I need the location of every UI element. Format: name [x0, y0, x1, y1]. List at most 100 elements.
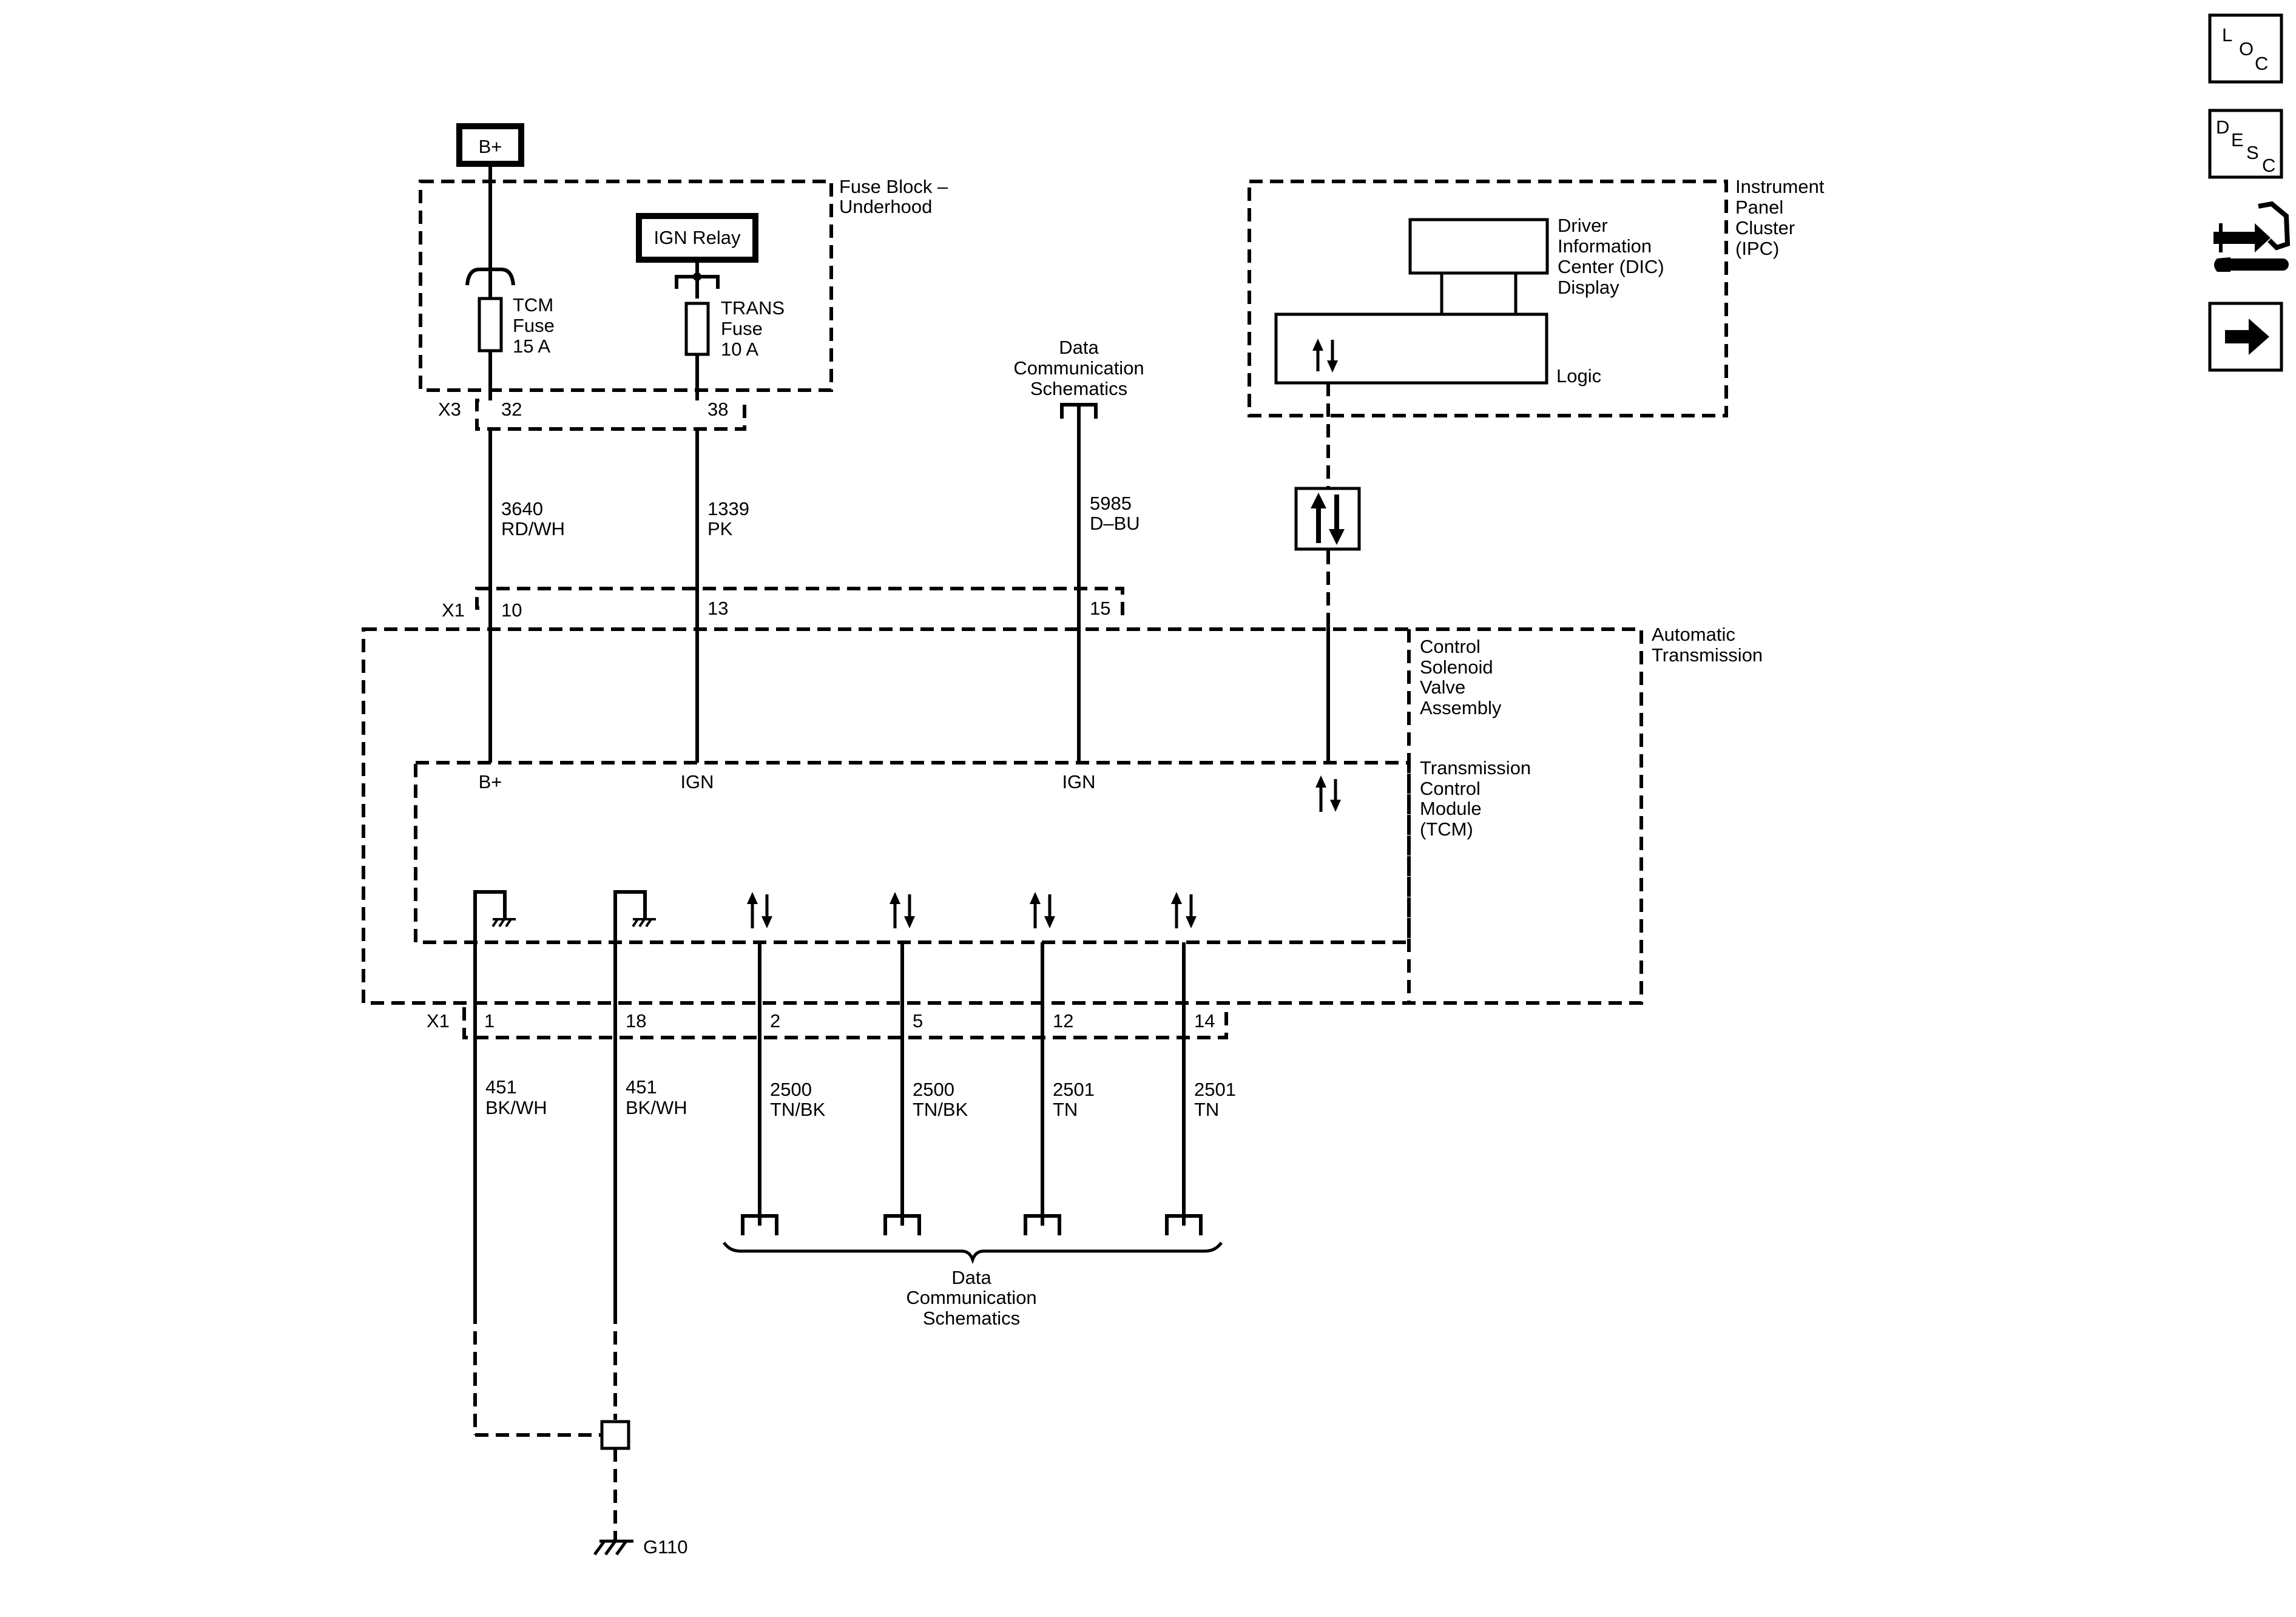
next-arrow-button[interactable] [2208, 302, 2283, 372]
x1-bottom-pin-18: 18 [626, 1010, 646, 1031]
wire-1339-circuit: 1339 [707, 498, 749, 519]
wire-3640-color: RD/WH [501, 518, 565, 539]
x1-top-pin-10: 10 [501, 599, 522, 621]
tcm-label-1: Transmission [1420, 757, 1531, 778]
wire-451-a-circuit: 451 [485, 1076, 517, 1098]
wire-451-a-color: BK/WH [485, 1097, 547, 1118]
ground-splice-icon [600, 1420, 630, 1450]
data-comm-bottom-connectors: Data Communication Schematics [722, 1214, 1223, 1329]
wire-2500-a-color: TN/BK [770, 1099, 826, 1120]
tcm-ground-1 [473, 890, 516, 928]
tcm-fuse-label-2: Fuse [513, 315, 555, 336]
ign-relay-label: IGN Relay [654, 227, 741, 248]
connector-x3: X3 32 38 [438, 399, 746, 431]
ground-label: G110 [643, 1536, 688, 1558]
fuse-block-title-2: Underhood [839, 196, 932, 217]
ground-g110: G110 [473, 1311, 688, 1558]
splice-dot-icon [693, 272, 701, 281]
tcm-fuse-icon [478, 297, 503, 353]
trans-fuse-label-2: Fuse [721, 318, 763, 339]
wire-451-b-color: BK/WH [626, 1097, 687, 1118]
tcm-label-2: Control [1420, 778, 1481, 799]
solenoid-label-2: Solenoid [1420, 657, 1493, 678]
svg-text:C: C [2255, 53, 2268, 74]
x1-bottom-pin-12: 12 [1053, 1010, 1073, 1031]
svg-text:O: O [2239, 38, 2254, 59]
chassis-ground-icon [491, 918, 499, 928]
wire-2501-a-color: TN [1053, 1099, 1078, 1120]
tcm-ground-2 [613, 890, 656, 928]
data-comm-bottom-1: Data [951, 1267, 991, 1288]
data-comm-top-2: Communication [1013, 357, 1144, 379]
arrow-right-icon [2225, 319, 2269, 355]
ign-relay: IGN Relay [636, 213, 758, 263]
ipc-logic-box [1274, 312, 1548, 385]
wire-2501-b-color: TN [1194, 1099, 1219, 1120]
bplus-label: B+ [479, 136, 502, 157]
tcm-fuse-label-1: TCM [513, 294, 553, 316]
fuse-block-title-1: Fuse Block – [839, 176, 948, 197]
connector-tools-icon[interactable] [2213, 201, 2291, 272]
x1-bottom-label: X1 [427, 1010, 450, 1031]
ipc-logic-label: Logic [1556, 365, 1601, 387]
svg-text:S: S [2246, 142, 2259, 163]
wire-2501-a-circuit: 2501 [1053, 1079, 1095, 1100]
x1-top-pin-15: 15 [1090, 598, 1110, 619]
wire-2500-b-circuit: 2500 [913, 1079, 954, 1100]
trans-fuse-label-3: 10 A [721, 339, 758, 360]
wire-1339-color: PK [707, 518, 733, 539]
bplus-source: B+ [456, 123, 524, 167]
svg-text:L: L [2222, 24, 2232, 46]
dic-display-box [1408, 218, 1549, 275]
ipc-title-4: (IPC) [1735, 238, 1779, 259]
svg-text:C: C [2262, 155, 2275, 176]
tcm-serial-arrows-icon [1315, 775, 1341, 812]
data-comm-top-3: Schematics [1030, 378, 1127, 399]
data-comm-bottom-2: Communication [906, 1287, 1036, 1308]
dic-label-4: Display [1558, 277, 1619, 298]
x1-bottom-pin-14: 14 [1194, 1010, 1215, 1031]
x1-bottom-pin-2: 2 [770, 1010, 780, 1031]
svg-text:D: D [2216, 116, 2229, 138]
x3-pin-38: 38 [707, 399, 728, 420]
wire-5985-circuit: 5985 [1090, 493, 1132, 514]
brace-icon [722, 1241, 1223, 1264]
automatic-transmission: Automatic Transmission Control Solenoid … [362, 624, 1763, 1005]
wire-5985-color: D–BU [1090, 513, 1140, 534]
wire-2501-b-circuit: 2501 [1194, 1079, 1236, 1100]
ipc-title-2: Panel [1735, 197, 1783, 218]
dic-label-2: Information [1558, 235, 1652, 257]
tcm-input-ign-1: IGN [680, 771, 714, 792]
x3-pin-32: 32 [501, 399, 522, 420]
tcm-box [414, 761, 1411, 944]
x1-bottom-pin-5: 5 [913, 1010, 923, 1031]
x1-top-pin-13: 13 [707, 598, 728, 619]
fuse-block-underhood: Fuse Block – Underhood TCM Fuse 15 A IGN… [419, 164, 948, 400]
ipc-title-1: Instrument [1735, 176, 1825, 197]
connector-x1-bottom: X1 1 18 2 5 12 14 [427, 1007, 1228, 1039]
solenoid-label-3: Valve [1420, 677, 1465, 698]
x1-bottom-pin-1: 1 [484, 1010, 495, 1031]
ipc-title-3: Cluster [1735, 217, 1795, 238]
trans-fuse-label-1: TRANS [721, 297, 785, 319]
tcm-input-ign-2: IGN [1062, 771, 1095, 792]
tcm-fuse-tap-icon [465, 268, 515, 286]
auto-trans-title-1: Automatic [1652, 624, 1735, 645]
wire-2500-a-circuit: 2500 [770, 1079, 812, 1100]
tcm-label-3: Module [1420, 798, 1482, 819]
x1-top-label: X1 [442, 599, 465, 621]
instrument-panel-cluster: Instrument Panel Cluster (IPC) Driver In… [1248, 176, 1825, 417]
trans-fuse-icon [684, 302, 710, 356]
tcm-input-bplus: B+ [479, 771, 502, 792]
connector-x1-top: X1 10 13 15 [442, 587, 1124, 621]
solenoid-label-1: Control [1420, 636, 1481, 657]
serial-data-module-icon [1294, 487, 1361, 551]
wire-3640-circuit: 3640 [501, 498, 543, 519]
svg-text:E: E [2231, 129, 2244, 150]
tcm-label-4: (TCM) [1420, 819, 1473, 840]
data-comm-bottom-3: Schematics [923, 1308, 1020, 1329]
bidirectional-arrows-icon [1312, 339, 1338, 373]
loc-button[interactable]: L O C [2208, 13, 2283, 84]
desc-button[interactable]: D E S C [2208, 109, 2283, 179]
solenoid-label-4: Assembly [1420, 697, 1502, 718]
